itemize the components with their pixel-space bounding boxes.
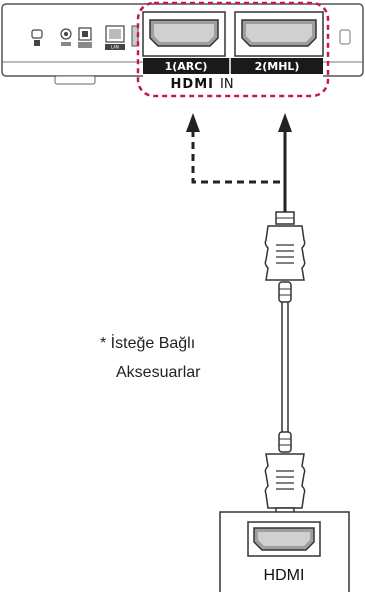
optional-note-line-1: * İsteğe Bağlı <box>100 333 195 352</box>
lan-label: LAN <box>111 45 119 50</box>
hdmi-port-block: 1(ARC) 2(MHL) HDMI IN <box>136 1 330 98</box>
connection-arrow <box>278 113 292 212</box>
in-label: IN <box>220 77 234 92</box>
lan-port-icon: LAN <box>105 25 125 50</box>
optional-note-line-2: Aksesuarlar <box>116 364 201 381</box>
device-hdmi-label: HDMI <box>264 567 305 584</box>
port-label-strip <box>143 58 323 74</box>
hdmi-port-2[interactable] <box>234 11 324 57</box>
external-device: HDMI <box>219 511 350 592</box>
device-hdmi-port <box>247 521 321 557</box>
port-1-label: 1(ARC) <box>165 60 208 73</box>
hdmi-port-1[interactable] <box>142 11 226 57</box>
hdmi-cable <box>264 211 306 521</box>
hdmi-logo: HDMI <box>171 77 214 92</box>
optical-port-icon <box>78 27 92 48</box>
port-2-label: 2(MHL) <box>255 60 300 73</box>
security-lock-icon <box>31 29 43 46</box>
audio-jack-icon <box>60 28 72 46</box>
alternative-connection-arrow <box>186 113 280 184</box>
